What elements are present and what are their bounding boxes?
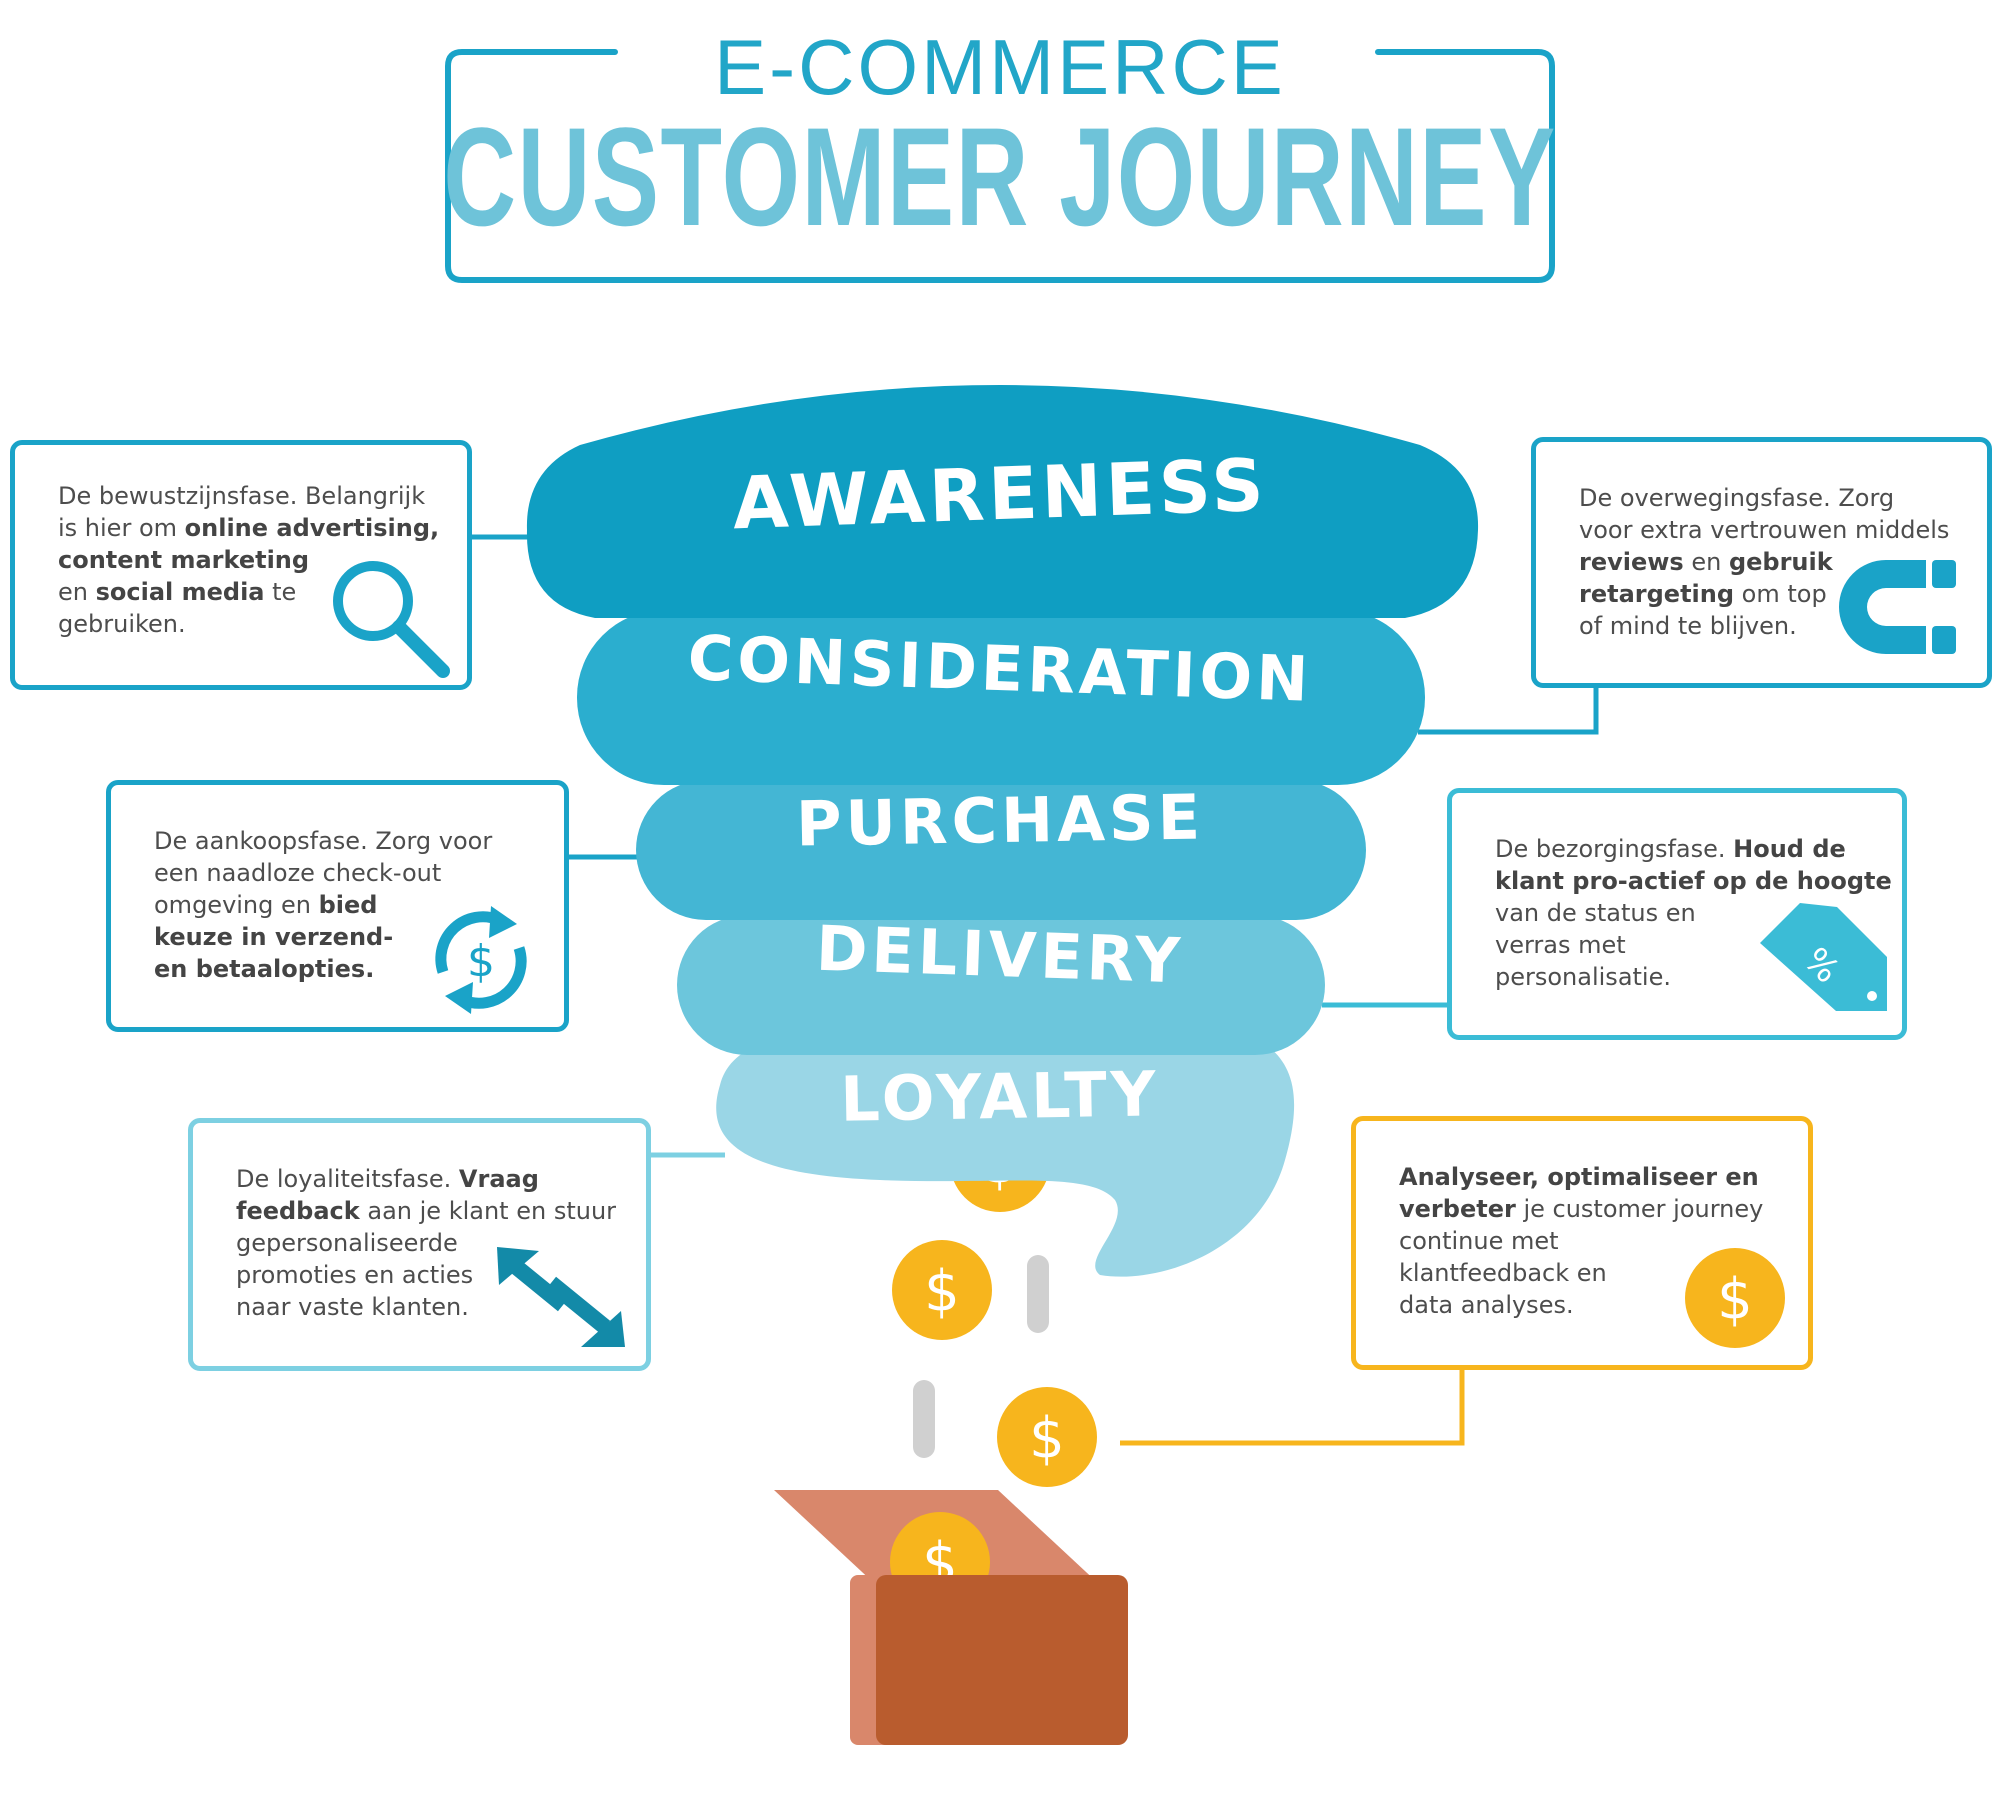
stage-shape-delivery <box>677 915 1325 1055</box>
motion-line <box>1027 1255 1049 1333</box>
info-text-purchase: De aankoopsfase. Zorg voor een naadloze … <box>154 827 493 983</box>
exchange-arrows-icon <box>497 1247 625 1347</box>
wallet-icon: $ <box>774 1490 1128 1745</box>
title-top: E-COMMERCE <box>714 23 1286 111</box>
connector-lines <box>469 534 1599 1446</box>
stage-shape-purchase <box>636 780 1366 920</box>
coin: $ <box>892 1240 992 1340</box>
discount-tag-icon: % <box>1760 903 1887 1011</box>
info-text-consideration: De overwegingsfase. Zorg voor extra vert… <box>1579 484 1950 640</box>
search-icon <box>333 561 450 678</box>
info-box-purchase: De aankoopsfase. Zorg voor een naadloze … <box>106 780 569 1032</box>
stage-shape-awareness <box>526 385 1479 618</box>
svg-text:$: $ <box>1029 1406 1065 1471</box>
svg-text:$: $ <box>1717 1267 1753 1332</box>
title-main: CUSTOMER JOURNEY <box>443 98 1557 255</box>
info-box-consideration: De overwegingsfase. Zorg voor extra vert… <box>1531 437 1992 688</box>
info-box-awareness: De bewustzijnsfase. Belangrijk is hier o… <box>10 440 472 690</box>
connector-analyse <box>1120 1370 1465 1446</box>
info-box-loyalty: De loyaliteitsfase. Vraag feedback aan j… <box>188 1118 651 1371</box>
dollar-coin-icon: $ <box>1685 1248 1785 1348</box>
svg-text:$: $ <box>924 1259 960 1324</box>
title-frame <box>445 49 1555 283</box>
dollar-cycle-icon: $ <box>435 906 527 1014</box>
info-box-delivery: De bezorgingsfase. Houd de klant pro-act… <box>1447 788 1907 1040</box>
info-text-analyse: Analyseer, optimaliseer en verbeter je c… <box>1399 1163 1764 1319</box>
svg-text:$: $ <box>467 936 495 987</box>
info-text-loyalty: De loyaliteitsfase. Vraag feedback aan j… <box>236 1165 617 1321</box>
info-text-awareness: De bewustzijnsfase. Belangrijk is hier o… <box>58 482 440 638</box>
coin: $ <box>997 1387 1097 1487</box>
connector-consideration <box>1418 686 1599 735</box>
stage-shape-loyalty <box>716 1018 1295 1277</box>
info-box-analyse: Analyseer, optimaliseer en verbeter je c… <box>1351 1116 1813 1370</box>
motion-line <box>913 1380 935 1458</box>
info-text-delivery: De bezorgingsfase. Houd de klant pro-act… <box>1495 835 1892 991</box>
stage-shape-consideration <box>577 610 1425 785</box>
magnet-icon <box>1839 560 1956 654</box>
